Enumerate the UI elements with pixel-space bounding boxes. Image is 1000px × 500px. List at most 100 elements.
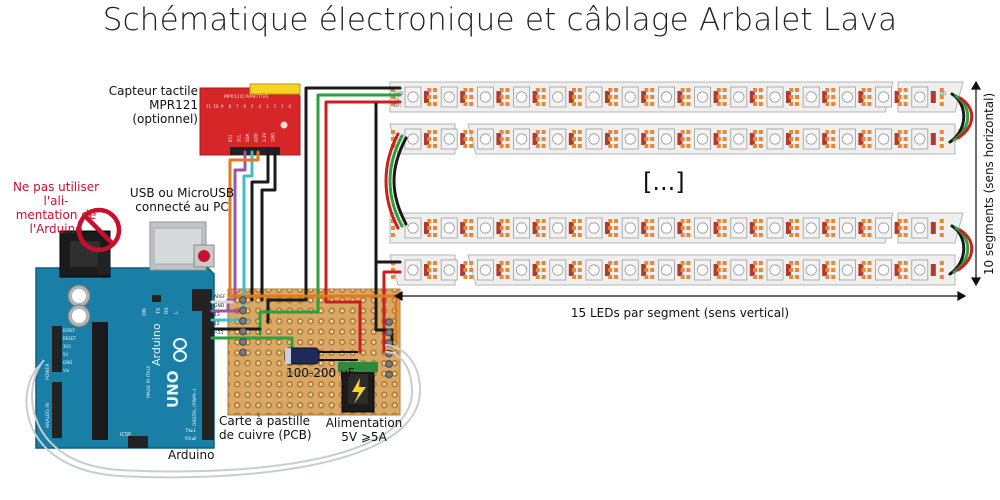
solder-pad	[680, 102, 685, 106]
solder-pad	[686, 268, 691, 272]
solder-pad	[391, 137, 395, 141]
led-lens	[696, 222, 709, 234]
solder-pad	[541, 144, 546, 148]
solder-pad	[758, 137, 763, 141]
led	[897, 217, 944, 239]
led-lens	[805, 264, 817, 276]
led	[716, 86, 763, 108]
led-lens	[552, 91, 564, 103]
sensor-pin-top: 5	[251, 104, 254, 109]
led	[391, 128, 437, 150]
solder-pad	[686, 130, 691, 134]
solder-pad	[391, 268, 395, 272]
solder-pad	[903, 95, 908, 99]
led-lens	[660, 264, 673, 276]
solder-pad	[867, 88, 872, 92]
solder-pad	[505, 219, 510, 223]
solder-pad	[644, 144, 649, 148]
led-resistor	[930, 91, 936, 103]
led-resistor	[424, 133, 429, 145]
solder-pad	[577, 137, 582, 141]
led-resistor	[786, 222, 791, 234]
solder-pad	[831, 137, 836, 141]
solder-pad	[535, 261, 540, 265]
solder-pad	[644, 219, 649, 223]
led-resistor	[532, 264, 538, 276]
solder-pad	[650, 233, 655, 237]
board-tx1-text: TX▸1	[184, 428, 196, 434]
led-resistor	[677, 91, 683, 103]
led-resistor	[460, 264, 466, 276]
led-resistor	[568, 264, 574, 276]
led	[825, 217, 872, 239]
solder-pad	[608, 137, 613, 141]
solder-pad	[831, 233, 836, 237]
led-resistor	[713, 264, 719, 276]
solder-pad	[608, 219, 613, 223]
solder-pad	[608, 268, 613, 272]
led	[716, 128, 763, 150]
led	[716, 217, 763, 239]
solder-pad	[463, 102, 468, 106]
solder-pad	[758, 226, 763, 230]
solder-pad	[939, 233, 944, 237]
wire-sensor-sda	[242, 150, 254, 312]
led	[572, 128, 618, 150]
solder-pad	[680, 88, 685, 92]
solder-pad	[650, 261, 655, 265]
solder-pad	[391, 102, 395, 106]
led-resistor	[894, 91, 900, 103]
solder-pad	[469, 88, 474, 92]
connector-wire	[388, 134, 404, 228]
solder-pad	[499, 219, 504, 223]
solder-pad	[469, 275, 474, 279]
solder-pad	[789, 275, 794, 279]
header-pin	[385, 370, 393, 379]
sensor-pin-top: 1	[281, 104, 284, 109]
board-gnd2-text: GND	[63, 360, 72, 365]
solder-pad	[391, 275, 395, 279]
solder-pad	[716, 219, 721, 223]
led	[861, 217, 908, 239]
solder-pad	[758, 144, 763, 148]
solder-pad	[861, 275, 866, 279]
solder-pad	[505, 102, 510, 106]
solder-pad	[469, 268, 474, 272]
solder-pad	[789, 268, 794, 272]
solder-pad	[614, 226, 618, 230]
led-resistor	[460, 222, 466, 234]
sensor-pin-top: 11	[206, 104, 212, 109]
solder-pad	[680, 137, 685, 141]
solder-pad	[680, 130, 685, 134]
header-pin	[385, 360, 393, 368]
solder-pad	[753, 102, 757, 106]
led-lens	[841, 133, 854, 145]
led-resistor	[786, 91, 791, 103]
solder-pad	[572, 88, 576, 92]
led	[789, 217, 836, 239]
led	[789, 259, 836, 281]
solder-pad	[795, 88, 799, 92]
solder-pad	[463, 88, 468, 92]
solder-pad	[505, 261, 510, 265]
solder-pad	[861, 226, 866, 230]
solder-pad	[722, 144, 727, 148]
led	[463, 259, 510, 281]
solder-pad	[463, 130, 468, 134]
led-lens	[552, 222, 564, 234]
solder-pad	[789, 137, 794, 141]
led-lens	[805, 133, 817, 145]
led-lens	[443, 264, 455, 276]
led-lens	[552, 264, 564, 276]
board-rx0-text: RX◂0	[185, 436, 196, 442]
segments-label: 10 segments (sens horizontal)	[982, 93, 996, 275]
solder-pad	[825, 88, 830, 92]
solder-pad	[686, 102, 691, 106]
header-pin	[239, 317, 247, 325]
solder-pad	[897, 130, 902, 134]
header-pin	[239, 306, 247, 315]
board-pin12-text: 12	[214, 321, 220, 327]
solder-pad	[831, 226, 836, 230]
wire-sensor-gnd	[250, 150, 270, 302]
solder-pad	[391, 233, 395, 237]
